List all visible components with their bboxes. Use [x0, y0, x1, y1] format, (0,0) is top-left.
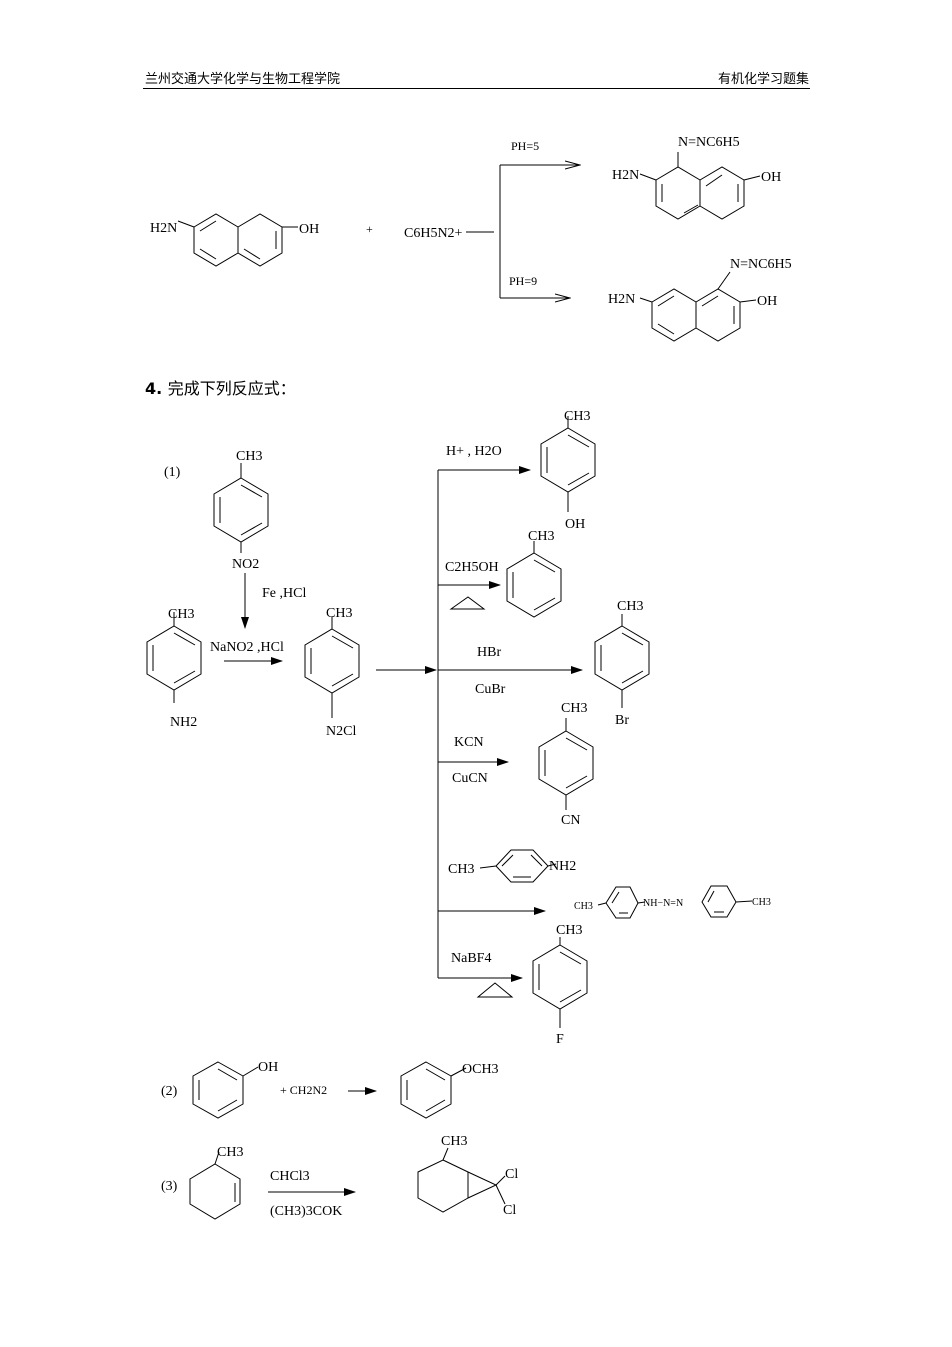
dichlorocarbene-adduct: [417, 1147, 506, 1213]
r3-condition-top: CHCl3: [270, 1169, 310, 1184]
branch5-reagent-nh2: NH2: [549, 859, 576, 874]
branch3-condition-bottom: CuBr: [475, 682, 506, 697]
branch3-condition-top: HBr: [477, 645, 501, 660]
phenol-oh: OH: [258, 1060, 278, 1075]
question-title: 完成下列反应式：: [167, 379, 296, 398]
naphthol-amine-start: [177, 213, 298, 267]
diazonium-reagent: C6H5N2+: [404, 226, 463, 241]
p1-oh-label: OH: [761, 170, 781, 185]
p2-azo-label: N=NC6H5: [730, 257, 792, 272]
p2-nh2-label: H2N: [608, 292, 635, 307]
p1-nh2-label: H2N: [612, 168, 639, 183]
product-ph5: [639, 152, 761, 220]
sm-nh2-label: H2N: [150, 221, 177, 236]
nitro-no2: NO2: [232, 557, 259, 572]
heat-triangle-1: [449, 596, 486, 610]
branch4-condition-top: KCN: [454, 735, 484, 750]
branch4-cn: CN: [561, 813, 580, 828]
r3-product-cl-1: Cl: [505, 1167, 518, 1182]
condition-ph5: PH=5: [511, 139, 539, 153]
question-number: 4.: [145, 379, 163, 398]
heat-triangle-2: [476, 982, 514, 998]
branch2-ch3: CH3: [528, 529, 554, 544]
branch6-f: F: [556, 1032, 564, 1047]
r3-label: (3): [161, 1179, 178, 1194]
p1-azo-label: N=NC6H5: [678, 135, 740, 150]
branch5-reagent-ch3: CH3: [448, 862, 474, 877]
p-toluidine-reagent: [479, 849, 557, 883]
reduction-condition: Fe ,HCl: [262, 586, 306, 601]
branch3-ch3: CH3: [617, 599, 643, 614]
branch6-ch3: CH3: [556, 923, 582, 938]
diazonium-salt: [304, 617, 360, 718]
phenol: [192, 1061, 259, 1119]
p-bromotoluene: [594, 614, 650, 708]
anisole-och3: OCH3: [462, 1062, 499, 1077]
plus-sign: +: [366, 222, 373, 236]
header-left: 兰州交通大学化学与生物工程学院: [145, 72, 341, 87]
p-nitrotoluene: [213, 463, 269, 553]
p2-oh-label: OH: [757, 294, 777, 309]
p-cresol: [540, 416, 596, 512]
sm-oh-label: OH: [299, 222, 319, 237]
branch5-product-ch3-left: CH3: [574, 901, 593, 912]
toluene: [506, 541, 562, 618]
r2-label: (2): [161, 1084, 178, 1099]
branch5-product-ch3-right: CH3: [752, 897, 771, 908]
amine-ch3: CH3: [168, 607, 194, 622]
branch1-ch3: CH3: [564, 409, 590, 424]
r3-condition-bottom: (CH3)3COK: [270, 1204, 342, 1219]
condition-ph9: PH=9: [509, 274, 537, 288]
amine-nh2: NH2: [170, 715, 197, 730]
diazo-n2cl: N2Cl: [326, 724, 356, 739]
r3-product-cl-2: Cl: [503, 1203, 516, 1218]
methylcyclohexene: [189, 1151, 241, 1220]
header-rule: [143, 88, 810, 89]
branch2-condition: C2H5OH: [445, 560, 499, 575]
branch4-ch3: CH3: [561, 701, 587, 716]
branch6-condition: NaBF4: [451, 951, 491, 966]
diazo-ch3: CH3: [326, 606, 352, 621]
p-fluorotoluene: [532, 937, 588, 1028]
triazene-product: [597, 885, 753, 919]
nitro-ch3: CH3: [236, 449, 262, 464]
question-4-heading: 4. 完成下列反应式：: [145, 375, 296, 399]
product-ph9: [639, 271, 757, 342]
header-right: 有机化学习题集: [717, 72, 809, 87]
r3-product-ch3: CH3: [441, 1134, 467, 1149]
anisole: [400, 1061, 467, 1119]
branch4-condition-bottom: CuCN: [452, 771, 488, 786]
branch3-br: Br: [615, 713, 629, 728]
r2-reagent: + CH2N2: [280, 1083, 327, 1097]
r1-label: (1): [164, 465, 181, 480]
branch1-condition: H+ , H2O: [446, 444, 502, 459]
p-tolunitrile: [538, 718, 594, 810]
p-toluidine: [146, 612, 202, 703]
branch1-oh: OH: [565, 517, 585, 532]
diazotization-condition: NaNO2 ,HCl: [210, 640, 284, 655]
r3-sm-ch3: CH3: [217, 1145, 243, 1160]
branch5-product-link: NH−N=N: [643, 898, 683, 909]
